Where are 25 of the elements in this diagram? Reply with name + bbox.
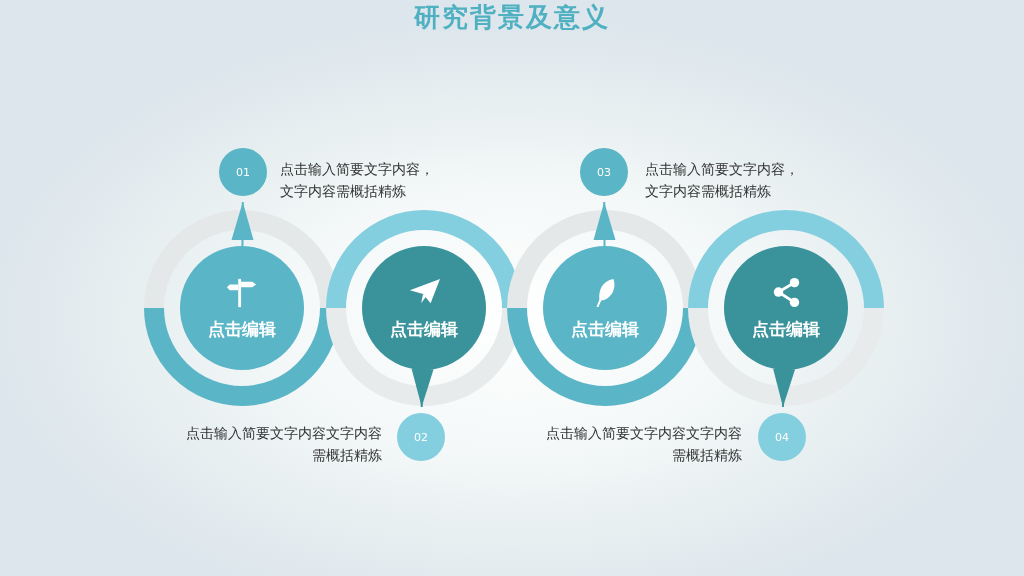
- description-text: 点击输入简要文字内容，文字内容需概括精炼: [280, 160, 435, 201]
- step-number: 04: [775, 430, 789, 444]
- description-text: 点击输入简要文字内容文字内容需概括精炼: [185, 424, 382, 465]
- step-circle: [362, 246, 486, 370]
- number-circle: [397, 413, 445, 461]
- step-number: 02: [414, 430, 428, 444]
- step-label: 点击编辑: [390, 317, 458, 341]
- pointer-arrow: [231, 201, 254, 247]
- description-text: 点击输入简要文字内容文字内容需概括精炼: [545, 424, 742, 465]
- step-label: 点击编辑: [752, 317, 820, 341]
- step-circle: [724, 246, 848, 370]
- number-circle: [219, 148, 267, 196]
- step-number: 03: [597, 165, 611, 179]
- step-number: 01: [236, 165, 250, 179]
- step-label: 点击编辑: [208, 317, 276, 341]
- number-circle: [580, 148, 628, 196]
- pointer-arrow: [411, 368, 434, 408]
- pointer-arrow: [593, 201, 616, 247]
- number-circle: [758, 413, 806, 461]
- step-circle: [180, 246, 304, 370]
- pointer-arrow: [773, 368, 796, 408]
- title: 研究背景及意义: [414, 1, 610, 34]
- step-label: 点击编辑: [571, 317, 639, 341]
- step-circle: [543, 246, 667, 370]
- description-text: 点击输入简要文字内容，文字内容需概括精炼: [645, 160, 800, 201]
